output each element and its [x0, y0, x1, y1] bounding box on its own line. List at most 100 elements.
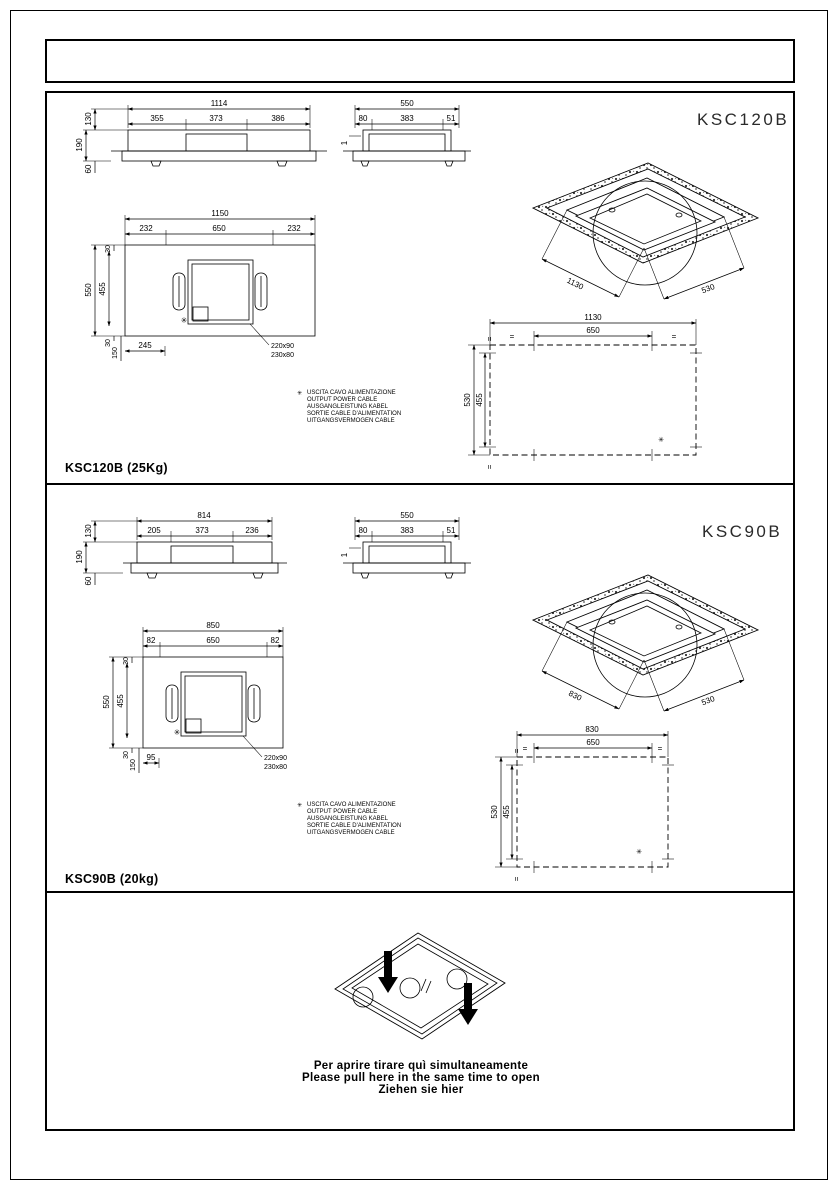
note-line-2: OUTPUT POWER CABLE [307, 397, 377, 403]
note-line-5: UITGANGSVERMOGEN CABLE [307, 830, 395, 836]
side-view: 550 80 383 51 1 [340, 511, 471, 579]
dim-front-h-top: 130 [84, 524, 93, 538]
opening-line-italian: Per aprire tirare quì simultaneamente [314, 1060, 528, 1072]
dim-plan-margin-r: 232 [287, 224, 301, 233]
dim-cut-center: 650 [586, 326, 600, 335]
dim-plan-bottom-offset: 150 [112, 347, 119, 359]
dim-cut-center: 650 [586, 738, 600, 747]
note-line-2: OUTPUT POWER CABLE [307, 809, 377, 815]
cutout-asterisk: ✳ [636, 848, 642, 856]
dim-plan-bottom-inset: 30 [123, 751, 130, 759]
dim-front-seg3: 386 [271, 114, 285, 123]
dim-plan-top-inset: 30 [105, 245, 112, 253]
opening-line-english: Please pull here in the same time to ope… [302, 1072, 540, 1084]
cutout-size-a: 220x90 [264, 755, 287, 762]
cable-exit-marker: ✳ [174, 728, 181, 737]
dim-front-total: 1114 [211, 99, 228, 108]
cutout-view: 830 = = 650 530 455 [490, 725, 674, 882]
dim-front-seg3: 236 [245, 526, 259, 535]
dim-front-seg2: 373 [209, 114, 223, 123]
dim-front-total: 814 [197, 511, 211, 520]
dim-side-seg2: 383 [400, 526, 414, 535]
isometric-view: 1130 530 [531, 162, 760, 300]
dim-cut-height: 530 [463, 393, 472, 407]
dim-plan-margin-l: 82 [147, 636, 156, 645]
dim-front-h-mid: 190 [75, 138, 84, 152]
front-view: 814 205 373 236 [75, 511, 287, 585]
dim-front-seg1: 355 [150, 114, 164, 123]
dim-front-seg2: 373 [195, 526, 209, 535]
dim-side-seg3: 51 [447, 114, 456, 123]
dim-plan-inner-height: 455 [98, 282, 107, 296]
dim-plan-cable-x: 245 [138, 341, 152, 350]
parallel-mark-top: = [485, 337, 494, 342]
dim-side-total: 550 [400, 99, 414, 108]
pull-arrow-right [458, 983, 478, 1025]
dim-cut-width: 830 [585, 725, 599, 734]
pull-arrows [378, 951, 478, 1025]
dim-plan-total: 1150 [211, 209, 229, 218]
ksc90b-drawing: 814 205 373 236 [65, 511, 782, 886]
dim-side-total: 550 [400, 511, 414, 520]
parallel-mark-bottom: = [512, 877, 521, 882]
dim-iso-width: 1130 [565, 276, 585, 292]
dim-plan-center: 650 [212, 224, 226, 233]
dim-side-h: 1 [340, 552, 349, 557]
dim-front-h-bottom: 60 [84, 164, 93, 173]
dim-plan-total: 850 [206, 621, 220, 630]
parallel-mark-bottom: = [485, 465, 494, 470]
dim-plan-top-inset: 30 [123, 657, 130, 665]
dim-front-h-mid: 190 [75, 550, 84, 564]
cutout-size-b: 230x80 [264, 764, 287, 771]
sheet-border: 1114 355 373 386 [10, 10, 828, 1180]
isometric-view: 830 530 [531, 574, 760, 712]
power-cable-note: ✳ USCITA CAVO ALIMENTAZIONE OUTPUT POWER… [297, 390, 401, 424]
note-asterisk: ✳ [297, 802, 302, 809]
dim-side-h: 1 [340, 140, 349, 145]
equal-margin-right: = [658, 744, 663, 753]
dim-plan-height: 550 [84, 283, 93, 297]
dim-cut-width: 1130 [584, 313, 602, 322]
note-line-3: AUSGANGLEISTUNG KABEL [307, 404, 389, 410]
model-label: KSC120B [697, 110, 789, 129]
opening-text: Per aprire tirare quì simultaneamente Pl… [302, 1060, 540, 1096]
dim-front-h-top: 130 [84, 112, 93, 126]
note-line-5: UITGANGSVERMOGEN CABLE [307, 418, 395, 424]
dim-plan-bottom-inset: 30 [105, 339, 112, 347]
dim-side-seg1: 80 [359, 526, 368, 535]
title-block-box [45, 39, 795, 83]
parallel-mark-top: = [512, 749, 521, 754]
dim-plan-cable-x: 95 [147, 753, 156, 762]
model-label: KSC90B [702, 522, 782, 541]
note-line-1: USCITA CAVO ALIMENTAZIONE [307, 390, 396, 396]
note-asterisk: ✳ [297, 390, 302, 397]
power-cable-note: ✳ USCITA CAVO ALIMENTAZIONE OUTPUT POWER… [297, 802, 401, 836]
dim-plan-bottom-offset: 150 [130, 759, 137, 771]
dim-plan-margin-l: 232 [139, 224, 153, 233]
dim-front-h-bottom: 60 [84, 576, 93, 585]
side-view: 550 80 383 51 1 [340, 99, 471, 167]
dim-side-seg2: 383 [400, 114, 414, 123]
dim-plan-inner-height: 455 [116, 694, 125, 708]
dim-cut-inner-height: 455 [502, 805, 511, 819]
equal-margin-right: = [672, 332, 677, 341]
dim-cut-inner-height: 455 [475, 393, 484, 407]
dim-plan-height: 550 [102, 695, 111, 709]
note-line-4: SORTIE CABLE D'ALIMENTATION [307, 823, 401, 829]
cutout-asterisk: ✳ [658, 436, 664, 444]
note-line-4: SORTIE CABLE D'ALIMENTATION [307, 411, 401, 417]
cutout-view: 1130 = = 650 530 455 [463, 313, 702, 470]
section-ksc120b: 1114 355 373 386 [47, 93, 793, 485]
section-ksc90b: 814 205 373 236 [47, 485, 793, 893]
unit-isometric [334, 932, 506, 1040]
dim-plan-center: 650 [206, 636, 220, 645]
front-view: 1114 355 373 386 [75, 99, 327, 173]
dim-plan-margin-r: 82 [271, 636, 280, 645]
ksc120b-drawing: 1114 355 373 386 [65, 99, 789, 475]
note-line-3: AUSGANGLEISTUNG KABEL [307, 816, 389, 822]
dim-cut-height: 530 [490, 805, 499, 819]
pull-arrow-left [378, 951, 398, 993]
drawing-area: 1114 355 373 386 [45, 91, 795, 1131]
cable-exit-marker: ✳ [181, 316, 188, 325]
section-caption: KSC120B (25Kg) [65, 461, 168, 475]
